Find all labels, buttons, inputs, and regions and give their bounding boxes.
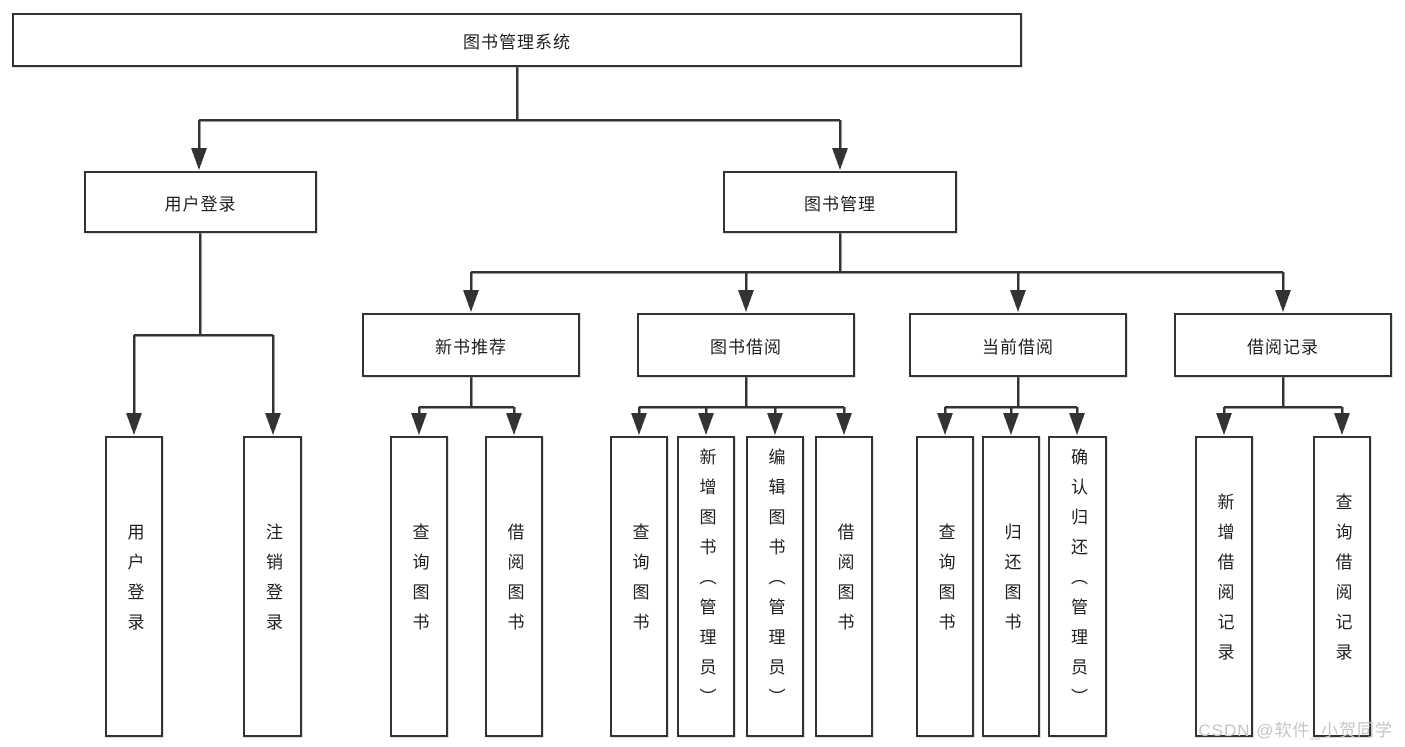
node-label: 新书推荐 — [435, 337, 507, 357]
node-label: 图书借阅 — [710, 337, 782, 357]
node-book-borrow: 图书借阅 — [637, 313, 855, 377]
node-current-borrow: 当前借阅 — [909, 313, 1127, 377]
node-label: 借阅图书 — [504, 522, 524, 643]
leaf-query-books-current: 查询图书 — [916, 436, 974, 737]
node-label: 用户登录 — [124, 522, 144, 643]
leaf-return-book: 归还图书 — [982, 436, 1040, 737]
node-label: 借阅记录 — [1247, 337, 1319, 357]
csdn-watermark: CSDN @软件_小贺同学 — [1198, 721, 1393, 740]
leaf-logout: 注销登录 — [243, 436, 302, 737]
leaf-query-books-recommend: 查询图书 — [390, 436, 448, 737]
leaf-query-borrow-record: 查询借阅记录 — [1313, 436, 1371, 737]
node-borrow-records: 借阅记录 — [1174, 313, 1392, 377]
node-label: 注销登录 — [263, 522, 282, 643]
node-label: 查询图书 — [409, 522, 429, 643]
node-label: 图书管理系统 — [463, 32, 571, 52]
leaf-borrow-book: 借阅图书 — [815, 436, 873, 737]
leaf-add-book-admin: 新增图书（管理员） — [677, 436, 735, 737]
node-book-management: 图书管理 — [723, 171, 957, 233]
node-label: 借阅图书 — [834, 522, 854, 643]
node-label: 图书管理 — [804, 194, 876, 214]
leaf-edit-book-admin: 编辑图书（管理员） — [746, 436, 804, 737]
node-label: 确认归还（管理员） — [1068, 447, 1087, 718]
node-user-login: 用户登录 — [84, 171, 317, 233]
leaf-user-login: 用户登录 — [105, 436, 163, 737]
node-label: 编辑图书（管理员） — [765, 447, 785, 718]
node-label: 查询图书 — [935, 522, 955, 643]
node-label: 查询借阅记录 — [1332, 492, 1352, 673]
leaf-borrow-books-recommend: 借阅图书 — [485, 436, 543, 737]
node-label: 归还图书 — [1001, 522, 1021, 643]
node-label: 新增借阅记录 — [1214, 492, 1234, 673]
leaf-confirm-return-admin: 确认归还（管理员） — [1048, 436, 1107, 737]
node-label: 当前借阅 — [982, 337, 1054, 357]
node-label: 新增图书（管理员） — [696, 447, 716, 718]
node-label: 查询图书 — [629, 522, 649, 643]
leaf-add-borrow-record: 新增借阅记录 — [1195, 436, 1253, 737]
node-label: 用户登录 — [164, 194, 237, 214]
node-system-root: 图书管理系统 — [12, 13, 1022, 67]
node-new-book-recommend: 新书推荐 — [362, 313, 580, 377]
leaf-query-books-borrow: 查询图书 — [610, 436, 668, 737]
